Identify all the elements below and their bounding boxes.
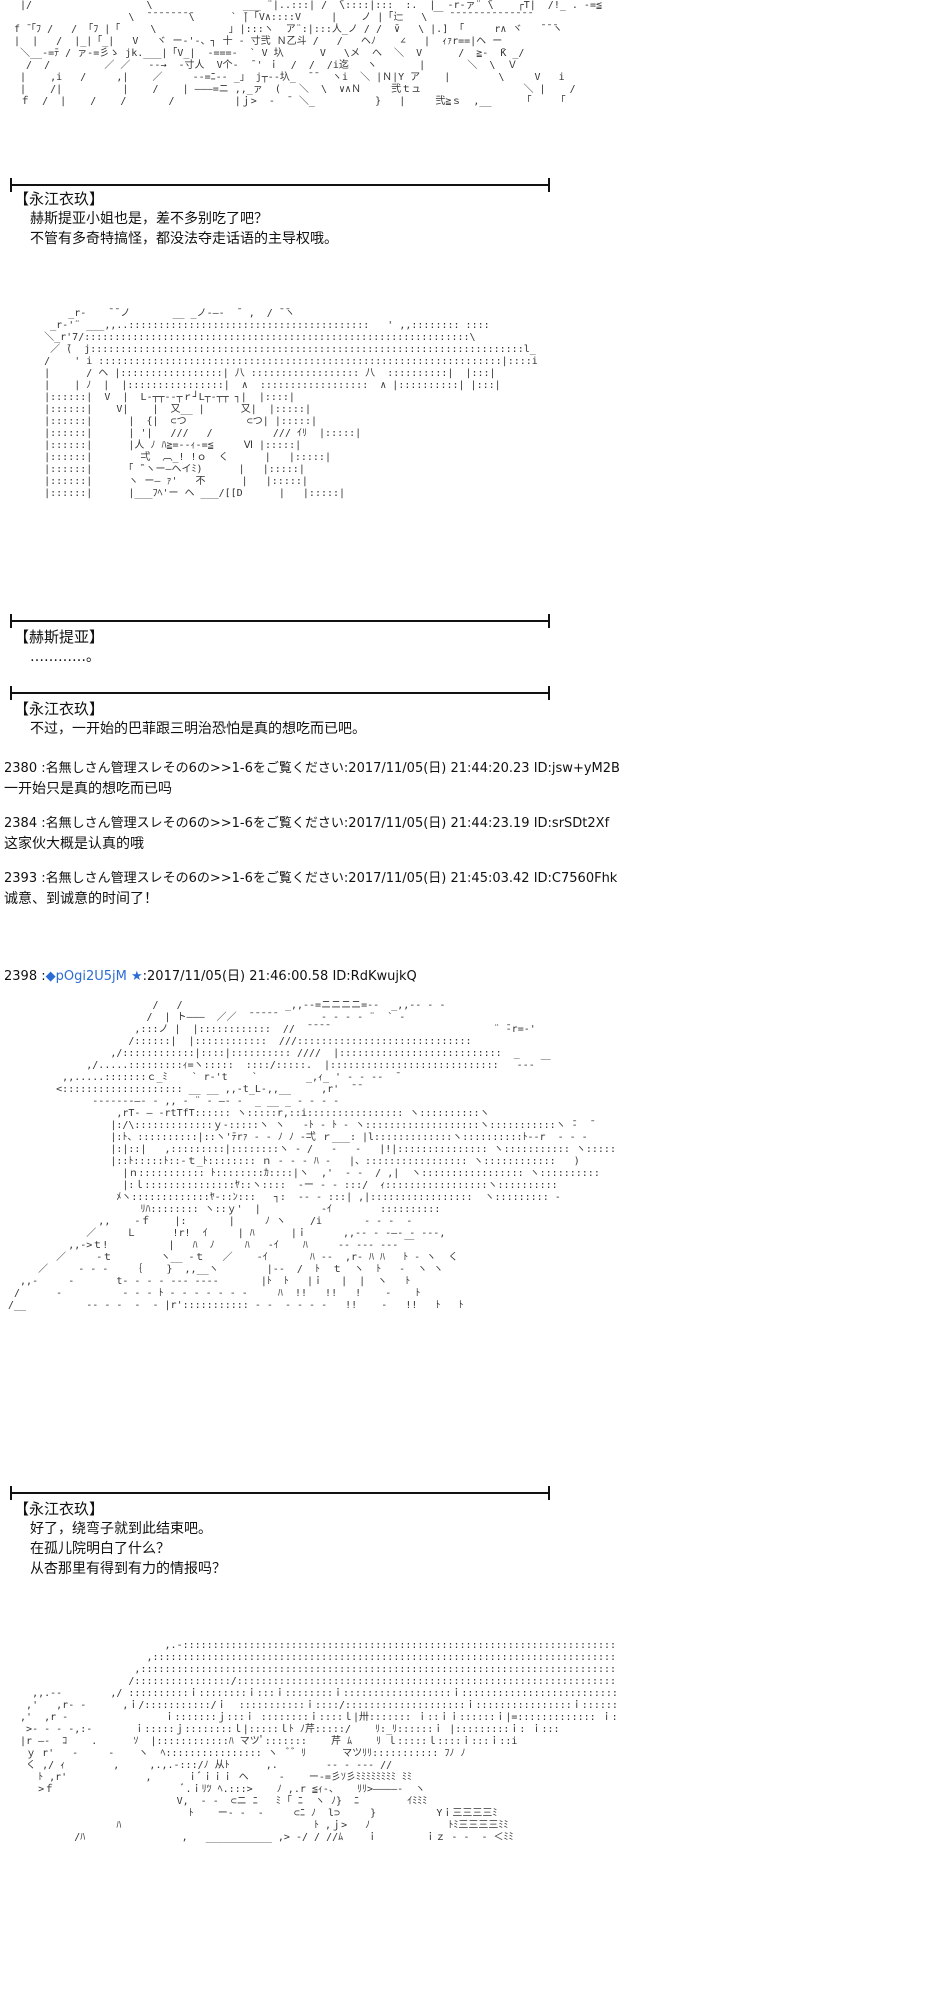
post-body: 一开始只是真的想吃而已吗 — [4, 781, 172, 797]
post-date: 2017/11/05(日) 21:44:23.19 — [348, 816, 530, 831]
speaker-label: 【永江衣玖】 — [14, 1500, 105, 1518]
post-header: 2380 :名無しさん管理スレその6の>>1-6をご覧ください:2017/11/… — [4, 761, 620, 776]
speaker-label: 【赫斯提亚】 — [14, 628, 105, 646]
author-trip-link[interactable]: ◆pOgi2U5jM — [45, 969, 127, 984]
post-number: 2393 — [4, 871, 38, 886]
post-date: 2017/11/05(日) 21:44:20.23 — [348, 761, 530, 776]
ascii-art-hestia: _r‐ ￣ ̄ ̄ ノ __ _ノ‐―‐ ̄ , / ̄ ̄ヽ _r‐'¨ __… — [44, 308, 538, 499]
speaker-label: 【永江衣玖】 — [14, 190, 105, 208]
poster-name: 名無しさん管理スレその6の>>1-6をご覧ください — [45, 871, 344, 886]
divider-line — [10, 614, 550, 628]
post-number: 2384 — [4, 816, 38, 831]
dialog-line: …………。 — [30, 649, 100, 665]
dialog-line: 不管有多奇特搞怪，都没法夺走话语的主导权哦。 — [30, 231, 338, 247]
dialog-line: 从杏那里有得到有力的情报吗？ — [30, 1561, 226, 1577]
poster-name: 名無しさん管理スレその6の>>1-6をご覧ください — [45, 761, 344, 776]
dialog-line: 赫斯提亚小姐也是，差不多别吃了吧？ — [30, 211, 268, 227]
ascii-art-scene-top: |/ \ ___ ¨|..:::| / ̄\::::|::: :. | -r‐ァ… — [14, 0, 602, 107]
dialog-line: 在孤儿院明白了什么？ — [30, 1541, 170, 1557]
author-post-header: 2398 :◆pOgi2U5jM ★:2017/11/05(日) 21:46:0… — [4, 969, 417, 984]
post-body: 这家伙大概是认真的哦 — [4, 836, 144, 852]
post-body: 诚意、到诚意的时间了！ — [4, 891, 158, 907]
post-number: 2398 — [4, 969, 38, 984]
star-icon: ★ — [130, 969, 143, 984]
post-date: 2017/11/05(日) 21:45:03.42 — [348, 871, 530, 886]
divider-line — [10, 1486, 550, 1500]
poster-id: ID:RdKwujkQ — [332, 969, 417, 984]
ascii-art-bottom: ,.-:::::::::::::::::::::::::::::::::::::… — [20, 1640, 618, 1843]
divider-line — [10, 686, 550, 700]
poster-name: 名無しさん管理スレその6の>>1-6をご覧ください — [45, 816, 344, 831]
post-date: 2017/11/05(日) 21:46:00.58 — [147, 969, 329, 984]
ascii-art-iku: / / _,,-‐=ニニニニ=‐- _,,‐‐ ‐ - / | ト――― ／／ … — [8, 1000, 618, 1311]
speaker-label: 【永江衣玖】 — [14, 700, 105, 718]
dialog-line: 不过，一开始的巴菲跟三明治恐怕是真的想吃而已吧。 — [30, 721, 366, 737]
poster-id: ID:srSDt2Xf — [533, 816, 610, 831]
divider-line — [10, 178, 550, 192]
poster-id: ID:jsw+yM2B — [533, 761, 620, 776]
poster-id: ID:C7560Fhk — [533, 871, 618, 886]
post-number: 2380 — [4, 761, 38, 776]
post-header: 2384 :名無しさん管理スレその6の>>1-6をご覧ください:2017/11/… — [4, 816, 610, 831]
dialog-line: 好了，绕弯子就到此结束吧。 — [30, 1521, 212, 1537]
post-header: 2393 :名無しさん管理スレその6の>>1-6をご覧ください:2017/11/… — [4, 871, 618, 886]
